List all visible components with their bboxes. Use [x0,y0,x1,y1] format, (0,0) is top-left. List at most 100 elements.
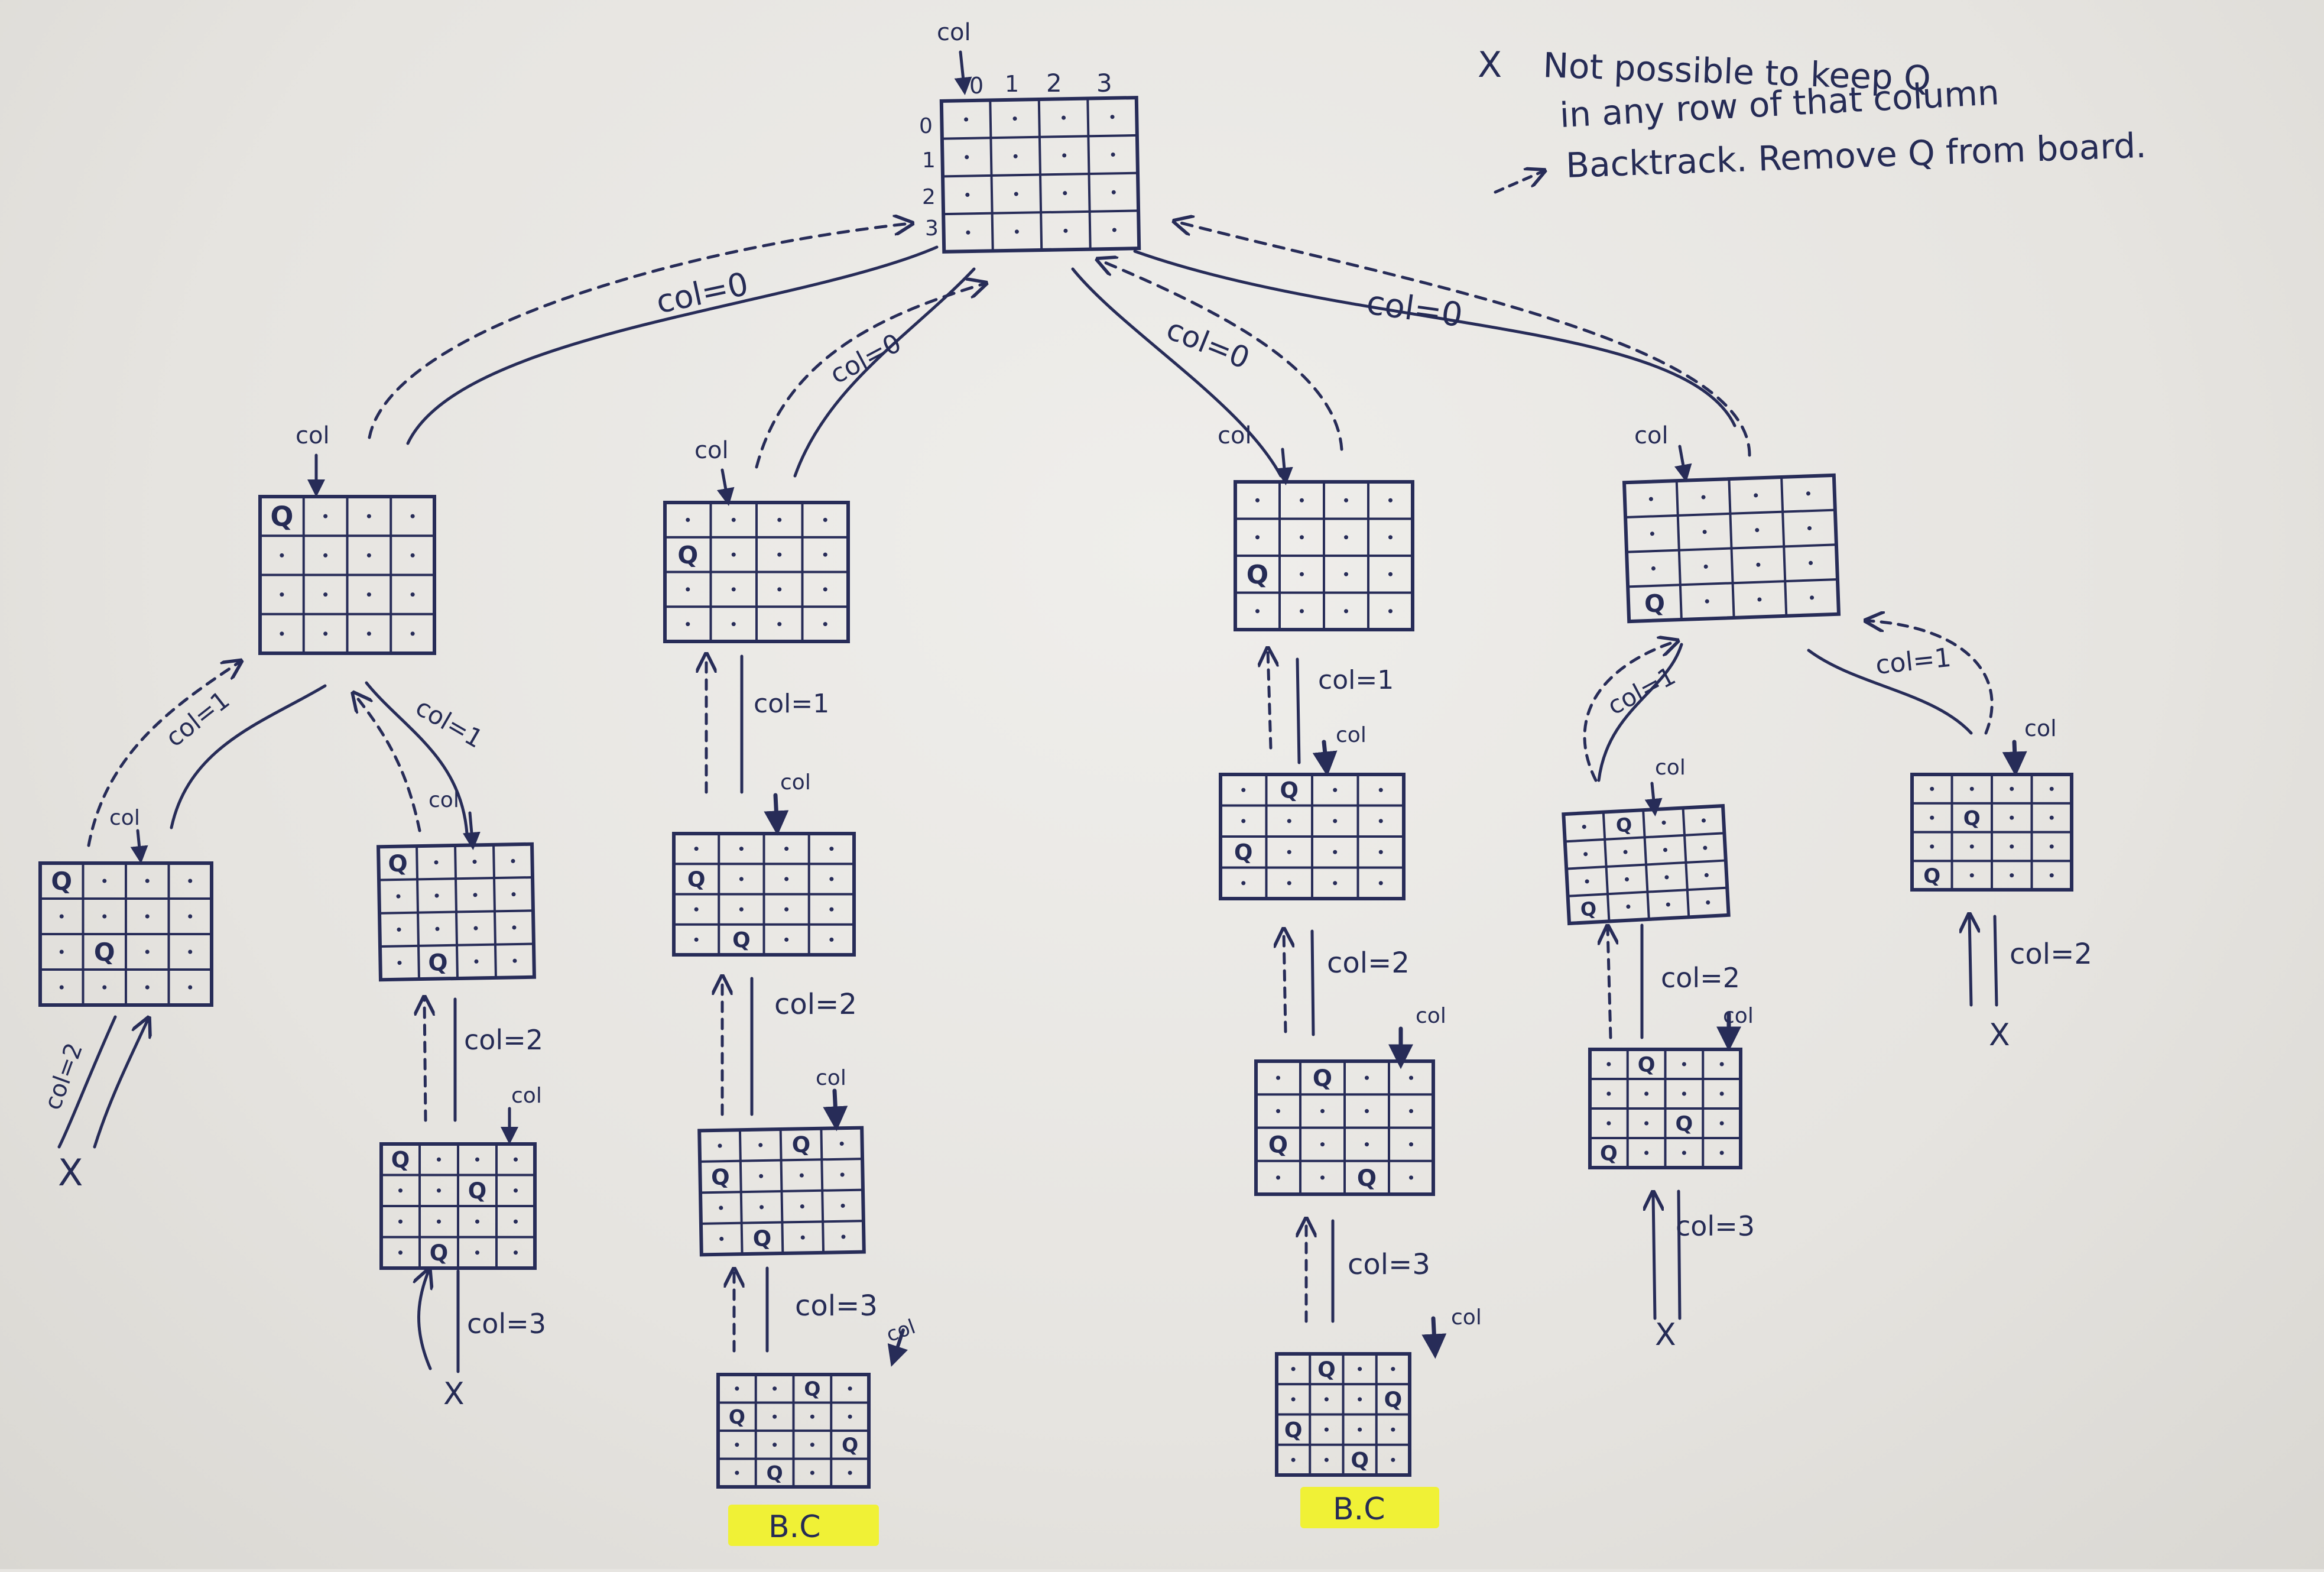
empty-cell-dot [719,1205,723,1210]
empty-cell-dot [1391,1367,1395,1372]
col-pointer-label: col [780,770,811,795]
empty-cell-dot [397,927,401,932]
empty-cell-dot [1582,825,1586,829]
board-grid: QQQ [379,1142,537,1270]
empty-cell-dot [1365,1108,1369,1113]
queen-icon: Q [1317,1357,1336,1382]
board-grid: QQ [1562,803,1731,926]
empty-cell-dot [1810,595,1815,600]
empty-cell-dot [772,1443,777,1447]
root-col-index-3: 3 [1096,69,1112,98]
legend-cross-symbol: X [1478,44,1502,86]
edge-label-col3: col=3 [1348,1248,1430,1281]
empty-cell-dot [1391,1427,1395,1432]
tree-edges: X X [57,222,2027,1412]
empty-cell-dot [1111,190,1116,195]
empty-cell-dot [1333,787,1338,792]
empty-cell-dot [1012,116,1017,121]
empty-cell-dot [410,553,415,558]
backtrack-edge [87,662,239,847]
empty-cell-dot [1358,1367,1362,1372]
empty-cell-dot [1276,1108,1280,1113]
empty-cell-dot [772,1386,777,1391]
empty-cell-dot [1388,609,1393,614]
empty-cell-dot [434,893,439,898]
board-grid: QQ [672,832,856,957]
empty-cell-dot [1757,597,1762,602]
board-gridline [942,171,1138,178]
empty-cell-dot [145,914,150,919]
queen-icon: Q [1234,840,1252,865]
empty-cell-dot [474,959,479,964]
empty-cell-dot [1930,844,1934,849]
empty-cell-dot [777,587,782,592]
empty-cell-dot [145,949,150,954]
empty-cell-dot [473,926,478,931]
empty-cell-dot [1625,877,1630,881]
empty-cell-dot [1663,848,1667,853]
edge-label-col1: col=1 [1318,665,1394,695]
dead-end-marker: X [1655,1317,1676,1353]
empty-cell-dot [1701,818,1706,823]
empty-cell-dot [1112,228,1116,232]
empty-cell-dot [1255,535,1260,540]
col-pointer-label: col [1451,1305,1482,1330]
edge-label-col2: col=2 [39,1039,88,1113]
empty-cell-dot [1704,873,1709,877]
empty-cell-dot [810,1443,814,1447]
empty-cell-dot [1388,535,1393,540]
empty-cell-dot [1276,1075,1280,1080]
empty-cell-dot [1969,786,1974,791]
empty-cell-dot [841,1234,846,1239]
board-grid: Q [663,501,850,643]
queen-icon: Q [687,868,706,892]
empty-cell-dot [686,517,690,522]
empty-cell-dot [323,553,328,558]
empty-cell-dot [511,858,515,863]
call-edge [1597,643,1683,782]
empty-cell-dot [1409,1142,1413,1147]
dead-end-marker: X [443,1376,465,1412]
empty-cell-dot [784,877,789,881]
empty-cell-dot [188,879,193,883]
root-board: col 0 1 2 3 0 1 2 3 [919,19,1141,254]
empty-cell-dot [1358,1397,1362,1402]
empty-cell-dot [1606,1091,1611,1096]
empty-cell-dot [323,592,328,597]
empty-cell-dot [1930,815,1934,820]
empty-cell-dot [1756,562,1761,567]
empty-cell-dot [1255,498,1260,503]
board-gridline [379,942,534,948]
board-grid [939,96,1141,254]
backtrack-edge [1099,260,1343,451]
empty-cell-dot [2049,815,2054,820]
empty-cell-dot [410,631,415,636]
empty-cell-dot [965,193,970,197]
queen-icon: Q [767,1461,783,1485]
empty-cell-dot [1287,819,1291,824]
empty-cell-dot [1358,1427,1362,1432]
empty-cell-dot [512,958,517,963]
empty-cell-dot [1703,845,1708,850]
board-grid: Q [258,495,436,655]
board-gridline [1627,543,1836,553]
col-pointer-label: col [883,1315,918,1347]
empty-cell-dot [1063,191,1067,196]
base-case-label: B.C [768,1509,821,1545]
empty-cell-dot [188,985,193,990]
queen-icon: Q [430,1240,448,1266]
backtrack-legend-arrow [1494,171,1543,194]
empty-cell-dot [686,622,690,627]
edge-label-col3: col=3 [1676,1210,1755,1242]
empty-cell-dot [840,1172,845,1177]
backtrack-edge [1583,641,1676,782]
empty-cell-dot [437,1157,441,1162]
queen-icon: Q [752,1226,771,1252]
empty-cell-dot [323,514,328,518]
empty-cell-dot [188,914,193,919]
empty-cell-dot [799,1173,804,1178]
empty-cell-dot [514,1219,518,1224]
root-row-index-1: 1 [922,148,936,173]
root-col-index-0: 0 [969,73,984,99]
